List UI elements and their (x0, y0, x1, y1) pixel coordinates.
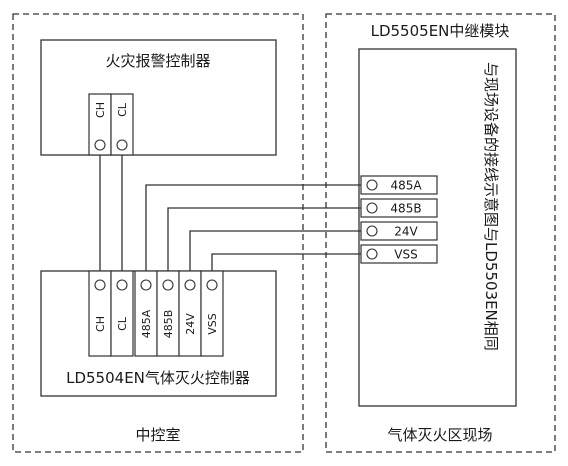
terminal-label: 485A (390, 179, 422, 193)
wire-485b (167, 207, 361, 271)
control-room-label: 中控室 (135, 426, 180, 444)
relay-terminal-vss: VSS (360, 244, 438, 264)
gas-terminal-24v: 24V (178, 270, 202, 357)
terminal-label: 485B (162, 310, 175, 339)
gas-controller-title: LD5504EN气体灭火控制器 (66, 369, 250, 387)
terminal-label: 485A (140, 309, 153, 338)
terminal-label: 24V (394, 225, 418, 239)
terminal-label: VSS (394, 248, 417, 262)
fire-alarm-terminal-ch: CH (88, 93, 112, 156)
gas-terminal-ch: CH (88, 270, 112, 357)
relay-side-note: 与现场设备的接线示意图与LD5503EN相同 (482, 62, 500, 351)
relay-module-title: LD5505EN中继模块 (371, 22, 510, 40)
terminal-label: VSS (206, 313, 219, 335)
terminal-label: 24V (184, 313, 197, 335)
wire-vss (211, 253, 361, 271)
field-region (325, 13, 556, 453)
terminal-label: CL (116, 102, 129, 117)
relay-terminal-24v: 24V (360, 221, 438, 241)
fire-alarm-controller-box (40, 39, 277, 156)
wire-24v (189, 230, 361, 271)
wire-485a (145, 184, 361, 271)
gas-terminal-485b: 485B (156, 270, 180, 357)
terminal-label: CH (94, 316, 107, 332)
gas-terminal-485a: 485A (134, 270, 158, 357)
control-room-region (12, 13, 304, 453)
fire-alarm-terminal-cl: CL (110, 93, 134, 156)
gas-terminal-cl: CL (110, 270, 134, 357)
terminal-label: CH (94, 102, 107, 118)
fire-alarm-controller-title: 火灾报警控制器 (105, 52, 210, 70)
relay-terminal-485b: 485B (360, 198, 438, 218)
terminal-label: 485B (390, 202, 421, 216)
relay-terminal-485a: 485A (360, 175, 438, 195)
gas-terminal-vss: VSS (200, 270, 224, 357)
terminal-label: CL (116, 316, 129, 331)
field-region-label: 气体灭火区现场 (387, 426, 492, 444)
